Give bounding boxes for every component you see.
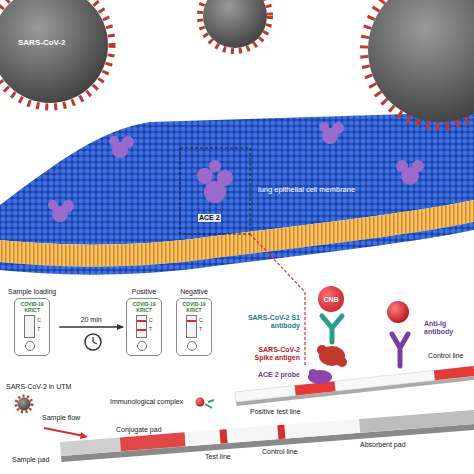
- receptor-label: ACE 2: [198, 214, 221, 222]
- line-label: Control line: [428, 352, 463, 360]
- ace2-probe: [308, 369, 332, 384]
- cassette-body: COVID-19 KRICT CT: [14, 298, 50, 356]
- cassette-heading: Positive: [132, 288, 157, 296]
- gold-nanoparticle: [387, 301, 409, 323]
- test-strip: [60, 410, 474, 462]
- flow-label: Sample flow: [42, 414, 80, 422]
- sample-flow-arrowhead: [80, 432, 88, 439]
- result-line: [187, 320, 196, 322]
- cassette-body: COVID-19 KRICT CT: [176, 298, 212, 356]
- antibody-label: SARS-CoV-2 S1 antibody: [242, 314, 300, 330]
- s1-antibody: [322, 316, 342, 342]
- flow-arrow: [59, 326, 123, 328]
- membrane-bottom: [0, 222, 474, 275]
- complex-label: Immunological complex: [110, 398, 183, 406]
- test-cassette: NegativeCOVID-19 KRICT CT: [176, 288, 212, 356]
- part-label: Sample pad: [12, 456, 49, 464]
- part-label: Conjugate pad: [116, 426, 162, 434]
- line-letter: C: [199, 317, 203, 323]
- result-window: [24, 315, 35, 338]
- line-letter: T: [37, 326, 40, 332]
- line-letter: T: [199, 326, 202, 332]
- result-window: [136, 315, 147, 338]
- sample-label: SARS-CoV-2 in UTM: [6, 383, 71, 391]
- test-cassette: Sample loadingCOVID-19 KRICT CT: [8, 288, 56, 356]
- immune-complex: [196, 398, 215, 409]
- result-line: [137, 320, 146, 322]
- edge-label: 20 min: [80, 316, 103, 324]
- sample-well: [137, 341, 147, 351]
- cassette-body: COVID-19 KRICT CT: [126, 298, 162, 356]
- ace2-protein: [48, 122, 424, 222]
- sample-well: [187, 341, 197, 351]
- cassette-heading: Sample loading: [8, 288, 56, 296]
- sample-flow-arrow: [44, 428, 84, 436]
- test-cassette: PositiveCOVID-19 KRICT CT: [126, 288, 162, 356]
- membrane-label: lung epithelial cell membrane: [258, 186, 355, 195]
- part-label: Test line: [205, 453, 231, 461]
- sample-well: [25, 341, 35, 351]
- result-line: [137, 329, 146, 331]
- line-letter: C: [149, 317, 153, 323]
- line-letter: C: [37, 317, 41, 323]
- nanoparticle-circle: CNB: [318, 286, 344, 312]
- anti-ig-antibody: [392, 334, 408, 366]
- probe-label: ACE 2 probe: [240, 371, 300, 379]
- result-window: [186, 315, 197, 338]
- part-label: Control line: [262, 448, 297, 456]
- line-label: Positive test line: [250, 408, 301, 416]
- cassette-heading: Negative: [180, 288, 208, 296]
- spike-antigen: [317, 345, 347, 367]
- ace2-callout-box: [180, 148, 250, 234]
- cassette-brand: COVID-19 KRICT: [15, 301, 49, 313]
- clock-icon: [85, 334, 101, 350]
- node-text: CNB: [323, 296, 338, 303]
- zoom-strip: [235, 365, 474, 406]
- sample-virus: [16, 396, 32, 412]
- antibody-label: Anti-Ig antibody: [424, 320, 470, 336]
- cassette-brand: COVID-19 KRICT: [127, 301, 161, 313]
- part-label: Absorbent pad: [360, 441, 406, 449]
- cassette-brand: COVID-19 KRICT: [177, 301, 211, 313]
- line-letter: T: [149, 326, 152, 332]
- virus: [0, 0, 474, 126]
- antigen-label: SARS-CoV-2 Spike antigen: [242, 346, 300, 362]
- virus-label: SARS-CoV-2: [18, 38, 66, 47]
